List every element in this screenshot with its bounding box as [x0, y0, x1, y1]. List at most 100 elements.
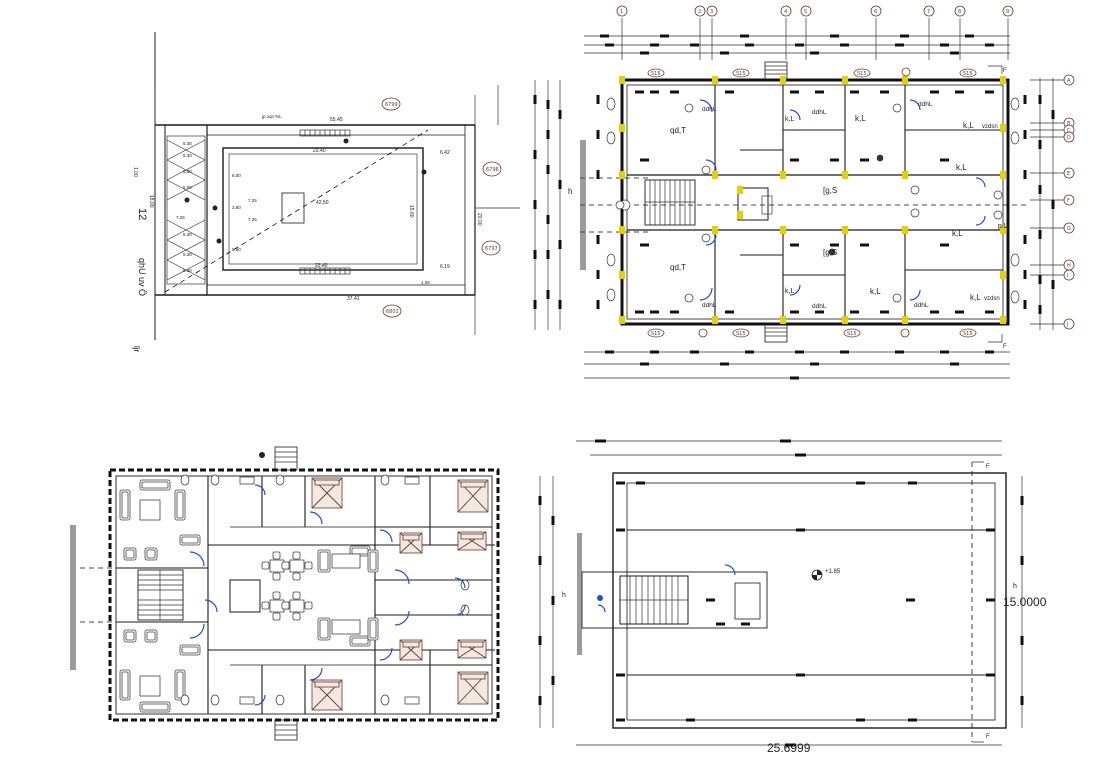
dim-tick [1038, 185, 1042, 194]
dim-tick [740, 34, 749, 38]
section-mark-bottom: F [1003, 344, 1007, 350]
grid-label: B [1067, 121, 1071, 127]
site-side-text-b: qhU uv Ö [137, 258, 147, 296]
tag-label: S15 [651, 71, 661, 77]
grid-label: C [1067, 128, 1071, 134]
floor-plan-stair [644, 179, 696, 226]
dim-tick [640, 51, 649, 55]
grid-label: 5 [804, 9, 807, 15]
column-marker [902, 226, 908, 234]
column-marker [780, 76, 786, 84]
dim-tick [690, 43, 699, 47]
dim-tick [880, 310, 889, 314]
toilet [180, 694, 190, 706]
roof-dim-tick [986, 673, 995, 677]
column-marker [780, 316, 786, 324]
dim-tick [558, 180, 562, 189]
pin-marker [259, 452, 265, 458]
site-diagonal-dim: 42.50 [316, 200, 329, 206]
dim-tick [558, 240, 562, 249]
small-label: ddhL [812, 303, 827, 310]
site-side-text-c: ljr [132, 346, 141, 353]
dim-tick [795, 350, 804, 354]
site-inner-dim-2: 7.25 [248, 217, 257, 222]
column-marker [737, 186, 743, 194]
toilet [275, 474, 285, 486]
dim-tick [745, 43, 754, 47]
room-label: [g,S [823, 186, 837, 195]
plot-label: 6797 [485, 246, 498, 252]
site-inner-dim-5: 6.60 [232, 247, 241, 252]
roof-dim-tick [551, 676, 555, 685]
column-marker [712, 76, 718, 84]
tag-label: S15 [736, 331, 746, 337]
grid-bubble [706, 5, 718, 17]
plot-bubble-6797: 6797 [481, 240, 501, 256]
roof-section-mark-bottom: F [986, 734, 990, 740]
chair [261, 601, 270, 610]
toilet [180, 474, 190, 486]
sofa-cushion [176, 671, 184, 699]
site-side-text-a: 12 [136, 208, 148, 220]
tag-label: S15 [963, 331, 973, 337]
grid-label: J [1066, 322, 1068, 328]
site-road-width: 20.00 [476, 213, 482, 226]
dim-tick [725, 310, 734, 314]
dim-tick [596, 235, 600, 244]
roof-dim-tick [856, 481, 865, 485]
roof-dim-tick [595, 439, 606, 443]
column-marker [619, 226, 625, 234]
column-marker [712, 171, 718, 179]
grid-label: I [1067, 273, 1068, 279]
site-top-dim: 55.45 [330, 117, 343, 123]
tag-label: S15 [736, 71, 746, 77]
dim-tick [985, 90, 994, 94]
sofa-cushion [125, 631, 135, 641]
dim-tick [670, 310, 679, 314]
roof-dim-tick [538, 696, 542, 705]
grid-label: 6 [874, 9, 877, 15]
dim-tick [840, 350, 849, 354]
site-left-dim-8: 5.30 [183, 268, 192, 273]
floor-plan-doors [699, 99, 986, 301]
counter [239, 476, 255, 485]
dim-tick [596, 95, 600, 104]
column-marker [712, 316, 718, 324]
column-marker [619, 171, 625, 179]
site-left-dim-3: 5.80 [183, 169, 192, 174]
grid-label: A [1067, 78, 1071, 84]
dim-tick [1038, 275, 1042, 284]
dim-tick [1051, 110, 1055, 119]
grid-bubble [1063, 74, 1075, 86]
floor-plan-fixtures [606, 97, 1020, 304]
chair [304, 561, 313, 570]
roof-dim-tick [986, 598, 995, 602]
toilet [380, 694, 390, 706]
roof-dim-tick [1020, 556, 1024, 565]
dim-tick [533, 200, 537, 209]
site-steps [299, 129, 351, 275]
column-marker [619, 124, 625, 132]
grid-label: H [1067, 263, 1071, 269]
room-label: [g,S [823, 248, 837, 257]
dim-tick [790, 310, 799, 314]
chair [261, 561, 270, 570]
site-plan: 55.45 jp vqn %L 23.40 6.42 15.60 20.00 4… [132, 32, 520, 353]
dim-tick [985, 350, 994, 354]
dim-tick [670, 90, 679, 94]
small-label: ddhL [702, 106, 717, 113]
furniture-plan-doors [189, 484, 466, 706]
table [139, 499, 161, 521]
grid-label: 4 [784, 9, 787, 15]
column-marker [619, 316, 625, 324]
dim-tick [533, 250, 537, 259]
dim-tick [546, 130, 550, 139]
dim-tick [955, 310, 964, 314]
grid-bubble [1063, 269, 1075, 281]
dim-tick [795, 43, 804, 47]
dim-tick [745, 350, 754, 354]
dim-tick [965, 34, 974, 38]
dim-tick [1023, 235, 1027, 244]
dim-tick [790, 90, 799, 94]
roof-dim-tick [785, 743, 796, 747]
